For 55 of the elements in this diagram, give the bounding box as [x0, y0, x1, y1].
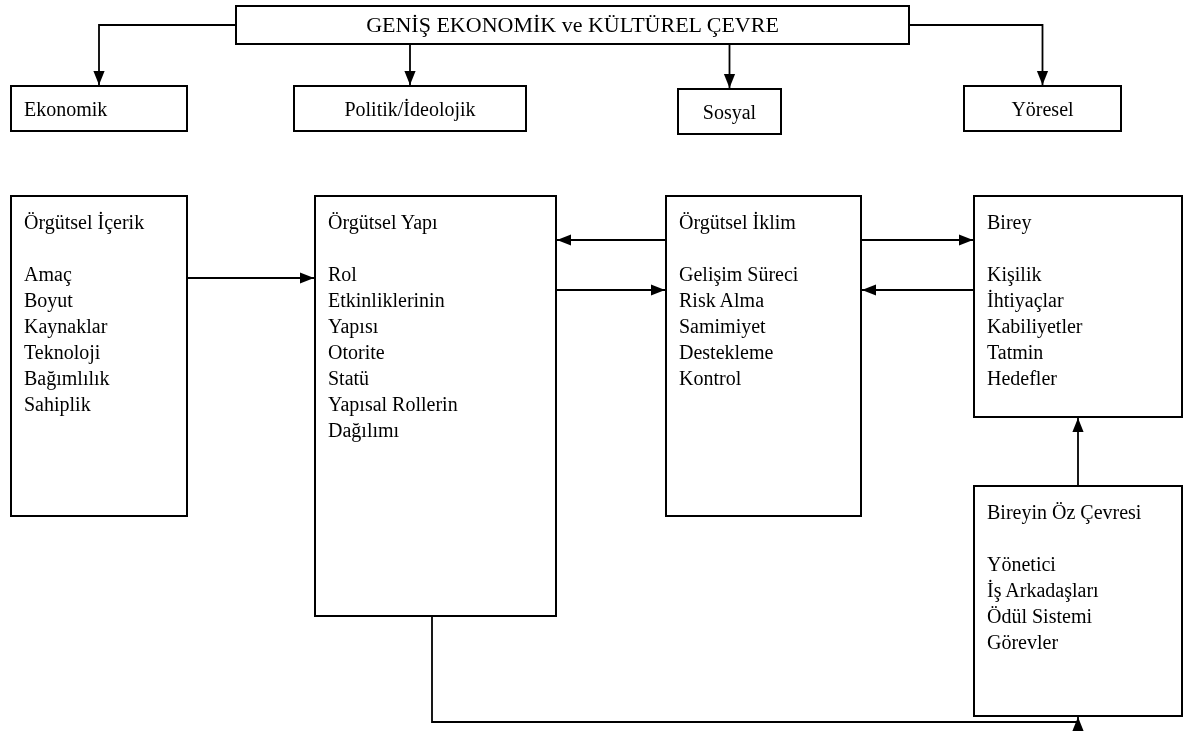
arrow [1072, 417, 1084, 486]
box-item: Ödül Sistemi [987, 604, 1093, 629]
box-heading: Birey [987, 210, 1033, 235]
box-heading: Örgütsel İçerik [24, 210, 146, 235]
box-heading: GENİŞ EKONOMİK ve KÜLTÜREL ÇEVRE [366, 12, 779, 38]
box-heading: Örgütsel İklim [679, 210, 797, 235]
arrow [93, 24, 236, 86]
box-item: Kaynaklar [24, 314, 109, 339]
box-heading: Sosyal [702, 99, 757, 125]
arrow [404, 44, 416, 86]
box-heading: Ekonomik [24, 96, 108, 122]
text-box [314, 195, 557, 617]
box-item: Boyut [24, 288, 74, 313]
box-heading: Örgütsel Yapı [328, 210, 439, 235]
box-item: Kabiliyetler [987, 314, 1084, 339]
text-box [963, 85, 1122, 132]
box-item: Sahiplik [24, 392, 92, 417]
box-item: Otorite [328, 340, 386, 365]
arrow [431, 616, 1084, 731]
box-item: Bağımlılık [24, 366, 111, 391]
text-box [677, 88, 782, 135]
box-item: Rol Etkinliklerinin Yapısı [328, 262, 446, 339]
box-item: Yapısal Rollerin Dağılımı [328, 392, 459, 443]
arrow [861, 234, 974, 246]
text-box [665, 195, 862, 517]
box-heading: Bireyin Öz Çevresi [987, 500, 1143, 525]
box-item: Risk Alma [679, 288, 765, 313]
text-box [10, 85, 188, 132]
box-item: İhtiyaçlar [987, 288, 1065, 313]
box-item: Tatmin [987, 340, 1045, 365]
box-item: Hedefler [987, 366, 1058, 391]
arrow [861, 284, 974, 296]
box-item: Kişilik [987, 262, 1043, 287]
box-item: Statü [328, 366, 371, 391]
text-box [973, 195, 1183, 418]
box-item: Görevler [987, 630, 1060, 655]
box-item: Samimiyet [679, 314, 767, 339]
box-item: Kontrol [679, 366, 743, 391]
box-heading: Politik/İdeolojik [344, 96, 476, 122]
arrow [187, 272, 315, 284]
box-item: Destekleme [679, 340, 775, 365]
text-box [10, 195, 188, 517]
box-item: Amaç [24, 262, 73, 287]
box-item: Gelişim Süreci [679, 262, 800, 287]
arrow [909, 24, 1049, 86]
box-item: İş Arkadaşları [987, 578, 1100, 603]
box-heading: Yöresel [1011, 96, 1074, 122]
arrow [723, 44, 736, 89]
arrow [556, 234, 666, 246]
arrow [556, 284, 666, 296]
box-item: Yönetici [987, 552, 1057, 577]
text-box [293, 85, 527, 132]
text-box [235, 5, 910, 45]
text-box [973, 485, 1183, 717]
box-item: Teknoloji [24, 340, 102, 365]
